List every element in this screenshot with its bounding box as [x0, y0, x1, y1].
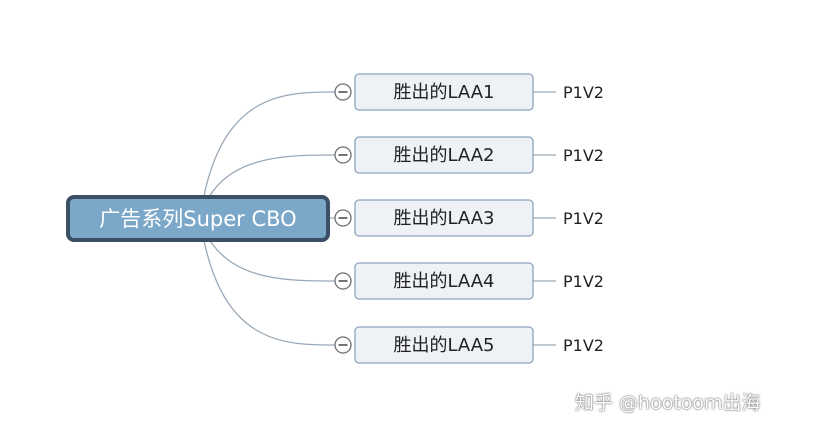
branch-connector [199, 91, 336, 219]
watermark: 知乎 @hootoom出海 [575, 392, 761, 414]
branch-node-label: 胜出的LAA3 [393, 208, 494, 229]
root-node-label: 广告系列Super CBO [99, 207, 296, 231]
root-node-box [66, 195, 330, 242]
leaf-node-label[interactable]: P1V2 [563, 209, 604, 228]
branch-node-box [354, 199, 534, 237]
leaf-node-label[interactable]: P1V2 [563, 146, 604, 165]
branch-node-box [354, 262, 534, 300]
branch-connector [199, 217, 336, 346]
branch-node[interactable]: 胜出的LAA2 [334, 136, 534, 174]
branch-node[interactable]: 胜出的LAA3 [334, 199, 534, 237]
branch-node-box [354, 136, 534, 174]
branch-node[interactable]: 胜出的LAA5 [334, 326, 534, 364]
branch-node-label: 胜出的LAA5 [393, 335, 494, 356]
branch-node-label: 胜出的LAA1 [393, 82, 494, 103]
leaf-node-label[interactable]: P1V2 [563, 272, 604, 291]
leaf-node-label[interactable]: P1V2 [563, 336, 604, 355]
branch-node-label: 胜出的LAA4 [393, 271, 494, 292]
leaf-node-label[interactable]: P1V2 [563, 83, 604, 102]
branch-node-box [354, 73, 534, 111]
branch-node[interactable]: 胜出的LAA4 [334, 262, 534, 300]
root-node[interactable]: 广告系列Super CBO [66, 195, 330, 242]
branch-node-label: 胜出的LAA2 [393, 145, 494, 166]
branch-node[interactable]: 胜出的LAA1 [334, 73, 534, 111]
branch-node-box [354, 326, 534, 364]
